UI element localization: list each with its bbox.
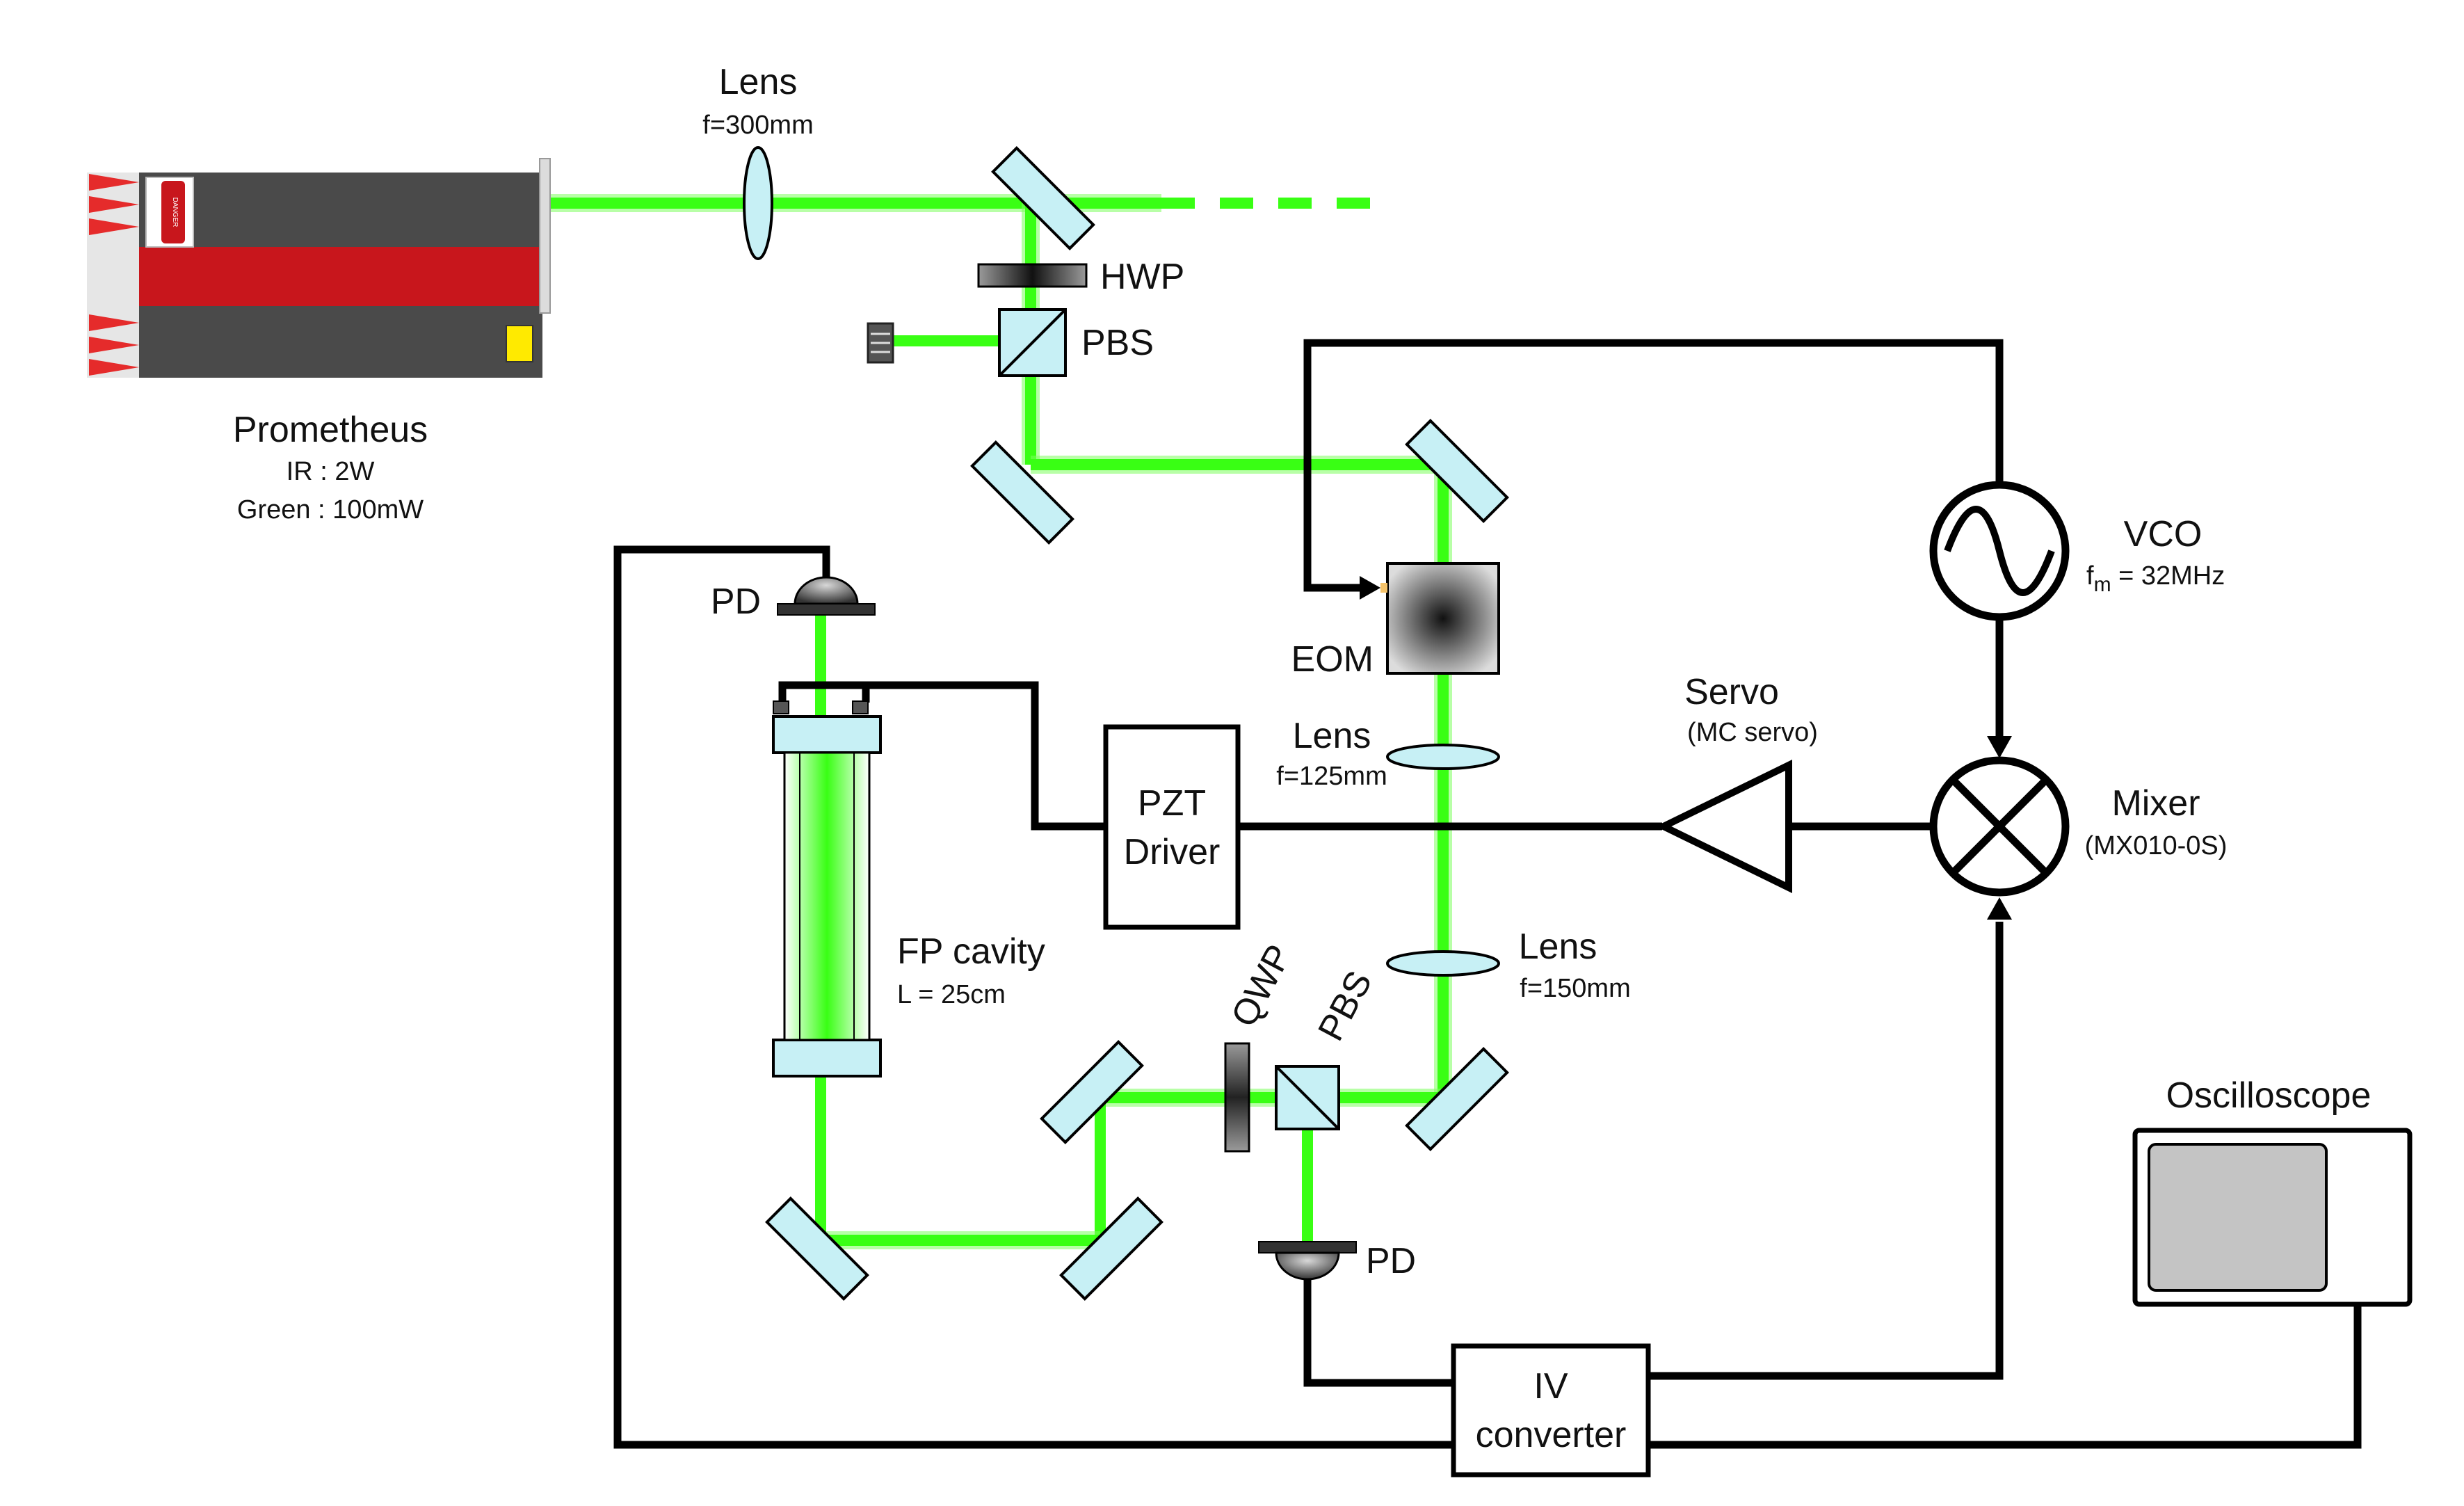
iv-converter-line2: converter [1476, 1415, 1627, 1455]
laser-name: Prometheus [233, 410, 428, 450]
electrical-wiring [613, 339, 2362, 1449]
eom-crystal [1386, 562, 1500, 675]
eom-rf-input [1380, 583, 1387, 593]
arrow-to-eom [1360, 576, 1380, 600]
beam-dump [867, 322, 894, 364]
servo-title: Servo [1684, 672, 1779, 712]
hwp-plate [977, 263, 1088, 288]
cavity-body [783, 751, 871, 1041]
danger-badge-text: DANGER [171, 198, 179, 227]
sine-icon [1944, 506, 2055, 596]
lens-f150-optic [1386, 950, 1500, 977]
vco-freq-symbol: f [2086, 561, 2094, 591]
lens-f150-title: Lens [1519, 927, 1597, 967]
lens-f300: Lens f=300mm [702, 62, 814, 260]
cavity-title: FP cavity [897, 931, 1045, 972]
pzt-driver-box [1103, 724, 1241, 930]
pbs-top-label: PBS [1081, 323, 1154, 363]
cavity-mirror-top [772, 715, 882, 754]
lens-f125-focal: f=125mm [1276, 762, 1387, 791]
iv-converter: IV converter [1451, 1343, 1651, 1477]
mirror-6 [1059, 1196, 1163, 1301]
laser-spec-ir: IR : 2W [287, 457, 375, 486]
vco-freq-value: = 32MHz [2111, 561, 2225, 591]
pbs-top: PBS [998, 308, 1154, 377]
servo: Servo (MC servo) [1655, 672, 1818, 894]
qwp-plate [1224, 1042, 1250, 1153]
lens-f125-title: Lens [1293, 716, 1371, 756]
laser-output-bezel [539, 158, 551, 314]
lens-f300-optic [743, 146, 773, 260]
half-wave-plate: HWP [977, 257, 1184, 297]
pd-top-label: PD [711, 582, 761, 622]
lens-f300-title: Lens [719, 62, 798, 102]
lens-f150: Lens f=150mm [1386, 927, 1631, 1003]
photodiode-top: PD [711, 576, 876, 622]
photodiode-bottom: PD [1258, 1241, 1416, 1281]
mirror-7 [765, 1196, 869, 1301]
laser-spec-green: Green : 100mW [237, 495, 424, 524]
lens-f125-optic [1386, 744, 1500, 770]
lens-f300-focal: f=300mm [702, 111, 813, 140]
arrow-iv-to-mixer [1987, 897, 2012, 920]
cavity-length: L = 25cm [897, 980, 1006, 1009]
pbs-bottom-label: PBS [1310, 965, 1380, 1048]
laser-aperture-warning [506, 325, 533, 362]
mixer-model: (MX010-0S) [2085, 831, 2228, 860]
eom: EOM [1291, 562, 1500, 680]
mirror-5 [1040, 1040, 1144, 1144]
vco-title: VCO [2124, 514, 2203, 554]
danger-badge [161, 181, 185, 243]
oscilloscope-label: Oscilloscope [2166, 1075, 2372, 1116]
prometheus-laser: DANGER Prometheus IR : 2W Green : 100mW [87, 158, 551, 524]
mirror-4 [1405, 1047, 1509, 1151]
mirror-2 [970, 440, 1074, 545]
laser-red-stripe [139, 247, 542, 306]
servo-amplifier [1655, 759, 1792, 894]
lens-f125: Lens f=125mm [1276, 716, 1500, 791]
vco: VCO fm = 32MHz [1929, 481, 2225, 621]
iv-converter-line1: IV [1533, 1366, 1568, 1407]
fp-cavity: FP cavity L = 25cm [772, 700, 1045, 1078]
oscilloscope-screen [2148, 1143, 2328, 1292]
mixer-title: Mixer [2111, 783, 2200, 824]
vco-frequency: fm = 32MHz [2086, 561, 2225, 596]
mirror-3 [1405, 419, 1509, 523]
iv-converter-box [1451, 1343, 1651, 1477]
mirror-1 [991, 146, 1095, 250]
qwp-label: QWP [1223, 938, 1300, 1034]
pzt-driver-line2: Driver [1124, 832, 1221, 872]
pd-bottom-label: PD [1366, 1241, 1416, 1281]
cavity-mirror-bottom [772, 1039, 882, 1078]
hwp-label: HWP [1100, 257, 1184, 297]
vco-freq-sub: m [2094, 573, 2111, 596]
lens-f150-focal: f=150mm [1520, 974, 1630, 1003]
eom-label: EOM [1291, 639, 1374, 680]
servo-model: (MC servo) [1687, 718, 1818, 747]
arrow-vco-to-mixer [1987, 736, 2012, 758]
pzt-driver-line1: PZT [1138, 783, 1206, 824]
pzt-driver: PZT Driver [1103, 724, 1241, 930]
mirrors [765, 146, 1509, 1301]
heatsink-fins [89, 174, 139, 376]
mixer: Mixer (MX010-0S) [1929, 756, 2228, 897]
oscilloscope: Oscilloscope [2132, 1075, 2413, 1307]
